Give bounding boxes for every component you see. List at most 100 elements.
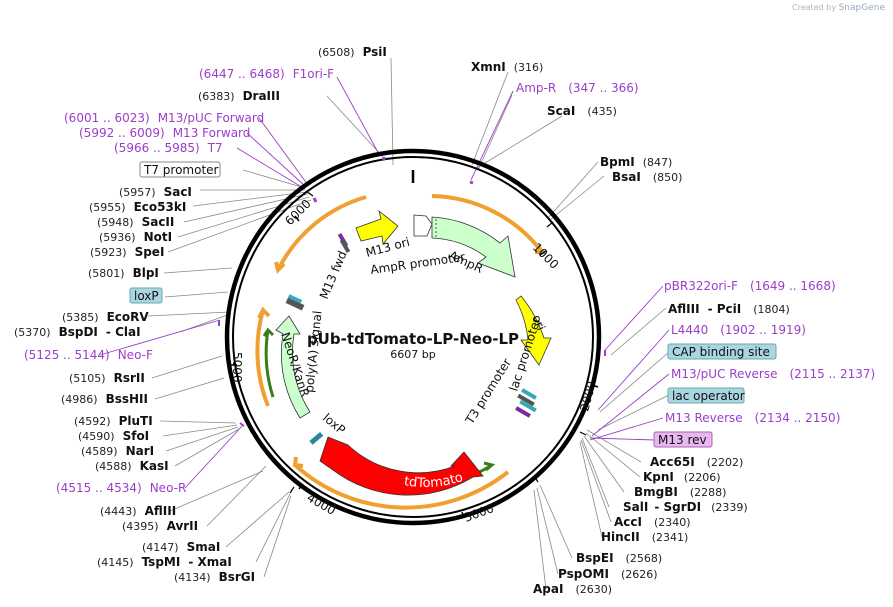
primer-neo-r: (4515 .. 4534)Neo-R [56,481,186,495]
site-ecorv: (5385)EcoRV [62,310,149,324]
cap-box [667,343,777,360]
scale-ticks [231,215,599,519]
site-bspdi: (5370)BspDI- ClaI [14,325,141,339]
orf-arcs [255,194,546,510]
site-apai: ApaI(2630) [533,582,612,596]
ori-arrow [515,295,552,366]
inner-arc-neor-head [262,327,275,337]
site-bspei: BspEI(2568) [576,551,662,565]
inner-arc-tdtomato-head [483,461,496,472]
primer-t7: (5966 .. 5985)T7 [114,141,223,155]
site-acc65i: Acc65I(2202) [650,455,743,469]
lac-marker-4 [521,388,537,400]
site-kpni: KpnI(2206) [643,470,720,484]
orf-arc-m13-head [274,261,286,274]
map-length: 6607 bp [390,348,435,361]
site-bmgbi: BmgBI(2288) [634,485,726,499]
tdtomato-arrow [319,436,484,496]
site-rsrii: (5105)RsrII [69,371,145,385]
tick-5000: 5000 [230,352,244,383]
m13-rev-label: M13 rev [658,433,707,447]
site-psii: (6508)PsiI [318,45,387,59]
orf-arc-tdtomato [293,463,510,510]
site-sali: SalI- SgrDI(2339) [623,500,748,514]
t7-promoter-label: T7 promoter [143,163,219,177]
site-bsai: BsaI(850) [612,170,682,184]
primer-l4440: L4440(1902 .. 1919) [671,323,806,337]
site-pspomi: PspOMI(2626) [558,567,658,581]
orf-arc-neor [255,309,270,407]
site-ticks [289,190,587,494]
small-features [218,157,606,445]
primer-m13-puc-reverse: M13/pUC Reverse(2115 .. 2137) [671,367,875,381]
t7-promoter-box [139,161,221,178]
site-spei: (5923)SpeI [90,245,164,259]
primer-amp-r: Amp-R(347 .. 366) [516,81,639,95]
primer-mark-neor [239,422,245,427]
map-title: pUb-tdTomato-LP-Neo-LP [307,330,519,348]
loxp-left-marker-top [287,294,303,304]
site-sacii: (5948)SacII [97,215,174,229]
site-eco53ki: (5955)Eco53kI [89,200,186,214]
site-saci: (5957)SacI [119,185,192,199]
orf-arc-tdtomato-head [292,456,304,468]
orf-arc-m13 [276,195,367,271]
site-afliii-1804: AflIII- PciI(1804) [668,302,790,316]
primer-mark-ampr [469,180,474,185]
site-avrii: (4395)AvrII [122,519,198,533]
credit-brand: SnapGene [838,3,885,13]
lac-marker-1 [517,393,535,407]
primer-m13-forward: (5992 .. 6009)M13 Forward [79,126,250,140]
m13-ori-arrow [355,209,399,245]
site-scai: ScaI(435) [547,104,617,118]
tick-2000: 2000 [577,380,598,413]
site-bsrgi: (4134)BsrGI [174,570,255,584]
site-noti: (5936)NotI [99,230,172,244]
primer-neo-f: (5125 .. 5144)Neo-F [24,348,153,362]
site-nari: (4589)NarI [81,444,154,458]
label-t3-promoter: T3 promoter [462,356,514,427]
site-hincii: HincII(2341) [601,530,688,544]
site-sfoi: (4590)SfoI [78,429,149,443]
restriction-sites: (6508)PsiI (6383)DraIII XmnI(316) ScaI(4… [14,45,790,596]
site-afliii-4443: (4443)AflIII [100,504,176,518]
site-pluti: (4592)PluTI [74,414,153,428]
primer-connectors [99,76,670,489]
site-bpmi: BpmI(847) [600,155,672,169]
label-loxp-inner: loxP [320,411,348,438]
tick-4000: 4000 [305,490,338,517]
label-ori: ori [529,313,548,333]
site-draiii: (6383)DraIII [198,89,280,103]
ampr-arrow [431,216,516,278]
backbone-inner [232,156,594,518]
tick-1000: 1000 [530,240,561,271]
ampr-promoter-box [413,214,433,237]
primer-pbr322ori-f: pBR322ori-F(1649 .. 1668) [664,279,836,293]
site-xmni: XmnI(316) [471,60,543,74]
tick-3000: 3000 [462,501,495,525]
lac-marker-2 [519,399,537,413]
site-blpi: (5801)BlpI [88,266,159,280]
site-tspmi: (4145)TspMI- XmaI [97,555,232,569]
orf-arc-neor-head [257,306,271,319]
inner-arc-neor [264,329,275,398]
m13-fwd-marker-2 [339,238,351,254]
backbone-outer [224,148,602,526]
primer-labels: (6447 .. 6468)F1ori-F Amp-R(347 .. 366) … [24,67,875,495]
orf-arc-ampr-head [535,244,546,254]
loxp-label: loxP [134,289,159,303]
site-bsshii: (4986)BssHII [61,392,148,406]
primer-m13-puc-forward: (6001 .. 6023)M13/pUC Forward [64,111,264,125]
credit-prefix: Created by [792,3,837,12]
label-polya: poly(A) signal [302,310,325,393]
neor-arrow [275,315,311,419]
site-acci: AccI(2340) [614,515,691,529]
site-kasi: (4588)KasI [95,459,169,473]
boxed-labels: T7 promoter loxP CAP binding site lac op… [129,161,777,448]
lac-operator-label: lac operator [672,389,745,403]
site-smai: (4147)SmaI [142,540,220,554]
primer-mark-m13 [312,197,318,203]
loxp-box [129,287,163,304]
loxp-inner-marker [309,431,324,445]
